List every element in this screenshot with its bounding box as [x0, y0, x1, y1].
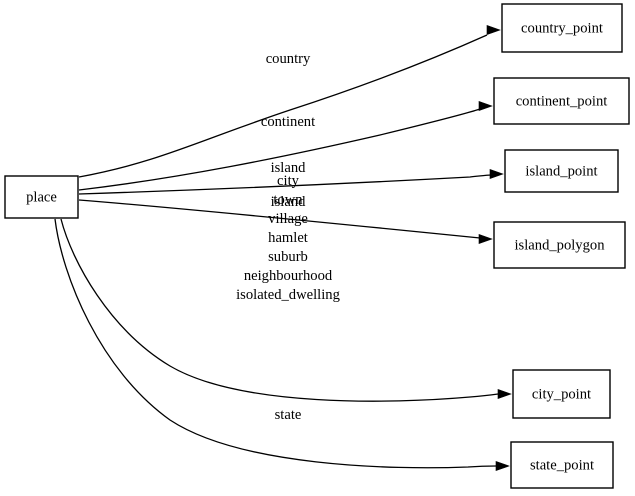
- edge-label-place-to-island_point: island: [271, 160, 307, 176]
- arrowhead-icon: [495, 460, 510, 472]
- node-box[interactable]: [493, 221, 626, 269]
- node-island_point[interactable]: island_point: [504, 149, 619, 193]
- edge-label-line: country: [266, 51, 311, 67]
- arrowhead-icon: [486, 24, 501, 36]
- node-label: country_point: [521, 20, 603, 36]
- edge-place-to-island_polygon: [78, 199, 493, 245]
- node-label: state_point: [530, 457, 594, 473]
- node-box[interactable]: [510, 441, 614, 489]
- node-state_point[interactable]: state_point: [510, 441, 614, 489]
- edge-line: [78, 108, 481, 191]
- node-box[interactable]: [501, 3, 623, 53]
- arrowhead-icon: [489, 168, 504, 180]
- edge-line: [78, 174, 492, 195]
- node-city_point[interactable]: city_point: [512, 369, 611, 419]
- node-continent_point[interactable]: continent_point: [493, 77, 630, 125]
- edge-label-place-to-continent_point: continent: [261, 114, 315, 130]
- edge-label-line: island: [271, 160, 307, 176]
- edge-label-line: town: [273, 192, 303, 208]
- arrowhead-icon: [478, 233, 493, 245]
- node-box[interactable]: [504, 149, 619, 193]
- edge-label-line: state: [275, 407, 302, 423]
- edge-label-line: city: [277, 173, 300, 189]
- edge-label-place-to-island_polygon: island: [271, 194, 307, 210]
- nodes-layer: place country_point continent_point island_…: [4, 3, 630, 489]
- node-box[interactable]: [4, 175, 79, 219]
- edge-place-to-country_point: [78, 24, 501, 178]
- node-island_polygon[interactable]: island_polygon: [493, 221, 626, 269]
- edge-place-to-continent_point: [78, 100, 493, 191]
- node-country_point[interactable]: country_point: [501, 3, 623, 53]
- node-place[interactable]: place: [4, 175, 79, 219]
- node-label: island_polygon: [515, 237, 606, 253]
- arrowhead-icon: [497, 388, 512, 400]
- node-label: continent_point: [516, 93, 608, 109]
- edge-label-place-to-country_point: country: [266, 51, 311, 67]
- edge-label-place-to-state_point: state: [275, 407, 302, 423]
- node-label: place: [26, 189, 57, 205]
- edge-label-line: island: [271, 194, 307, 210]
- edge-place-to-island_point: [78, 168, 504, 195]
- edge-label-line: village: [268, 211, 308, 227]
- edges-layer: [54, 24, 512, 472]
- edge-label-place-to-city_point: city town village hamlet suburb neighbourhood…: [236, 173, 340, 303]
- edge-label-line: isolated_dwelling: [236, 287, 340, 303]
- edge-place-to-city_point: [60, 218, 512, 402]
- edge-line: [54, 218, 497, 469]
- edge-label-line: continent: [261, 114, 315, 130]
- node-box[interactable]: [493, 77, 630, 125]
- edge-place-to-state_point: [54, 218, 510, 472]
- arrowhead-icon: [478, 100, 493, 112]
- edge-line: [78, 34, 488, 178]
- edge-line: [60, 218, 499, 402]
- node-label: island_point: [525, 163, 597, 179]
- edge-label-line: neighbourhood: [244, 268, 333, 284]
- node-box[interactable]: [512, 369, 611, 419]
- edge-label-line: suburb: [268, 249, 308, 265]
- edge-line: [78, 199, 481, 239]
- node-label: city_point: [532, 386, 591, 402]
- edge-label-line: hamlet: [268, 230, 308, 246]
